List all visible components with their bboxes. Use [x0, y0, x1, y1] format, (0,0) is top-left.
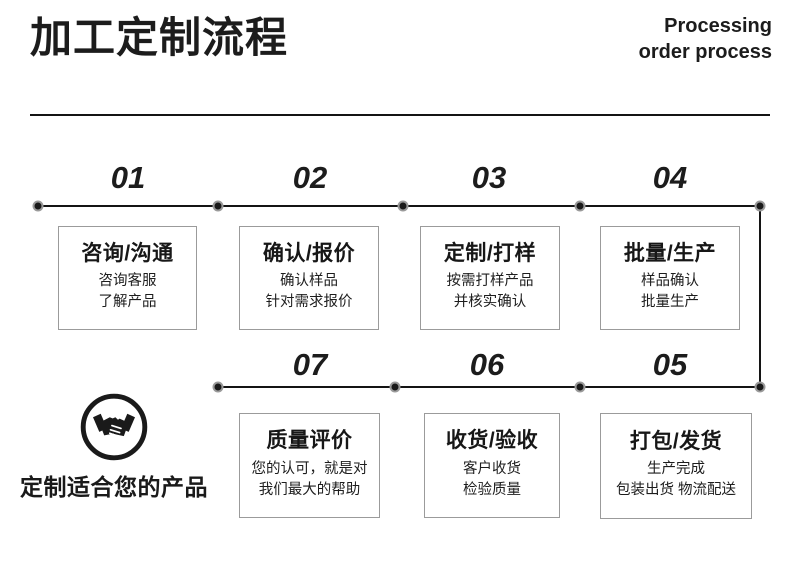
step-number-03: 03	[471, 160, 507, 195]
step-card-01[interactable]: 咨询/沟通 咨询客服 了解产品	[58, 226, 197, 330]
step-card-desc-line1: 生产完成	[647, 461, 705, 478]
step-card-06[interactable]: 收货/验收 客户收货 检验质量	[424, 413, 560, 518]
step-card-title: 确认/报价	[262, 241, 356, 265]
step-number-04: 04	[652, 160, 688, 195]
timeline-rail-bottom	[218, 386, 761, 388]
header-divider	[30, 114, 770, 116]
step-number-02: 02	[292, 160, 328, 195]
timeline-node	[397, 200, 409, 212]
timeline-node	[389, 381, 401, 393]
timeline-node	[754, 200, 766, 212]
timeline-node	[754, 381, 766, 393]
timeline-node	[574, 381, 586, 393]
step-card-title: 质量评价	[266, 429, 353, 453]
step-card-05[interactable]: 打包/发货 生产完成 包装出货 物流配送	[600, 413, 752, 519]
step-number-01: 01	[110, 160, 146, 195]
step-card-desc-line1: 按需打样产品	[446, 273, 534, 290]
timeline-node	[212, 200, 224, 212]
page-title-cn: 加工定制流程	[30, 14, 289, 61]
step-card-title: 定制/打样	[443, 241, 537, 265]
step-number-07: 07	[292, 347, 328, 382]
page-title-en-line1: Processing	[664, 15, 772, 37]
step-card-desc-line1: 样品确认	[641, 273, 699, 290]
timeline-node	[32, 200, 44, 212]
step-card-desc-line2: 并核实确认	[453, 294, 527, 311]
brand-tagline: 定制适合您的产品	[20, 474, 208, 500]
step-number-05: 05	[652, 347, 688, 382]
step-card-desc-line2: 检验质量	[463, 481, 521, 498]
timeline-node	[574, 200, 586, 212]
step-card-desc-line1: 您的认可，就是对	[251, 460, 368, 477]
step-card-title: 收货/验收	[445, 429, 539, 453]
step-number-06: 06	[469, 347, 505, 382]
step-card-title: 批量/生产	[623, 241, 717, 265]
step-card-04[interactable]: 批量/生产 样品确认 批量生产	[600, 226, 740, 330]
brand-block: 定制适合您的产品	[14, 392, 214, 502]
step-card-desc-line1: 客户收货	[463, 460, 521, 477]
page-title-en-line2: order process	[638, 40, 772, 63]
step-card-desc-line1: 咨询客服	[98, 273, 157, 290]
step-card-02[interactable]: 确认/报价 确认样品 针对需求报价	[239, 226, 379, 330]
step-card-desc-line1: 确认样品	[280, 273, 338, 290]
step-card-desc-line2: 了解产品	[98, 294, 157, 311]
step-card-desc-line2: 包装出货 物流配送	[615, 482, 737, 499]
step-card-desc-line2: 我们最大的帮助	[258, 481, 361, 498]
step-card-07[interactable]: 质量评价 您的认可，就是对 我们最大的帮助	[239, 413, 380, 518]
step-card-title: 打包/发货	[629, 429, 723, 453]
timeline-rail-right-connector	[759, 205, 761, 388]
step-card-desc-line2: 针对需求报价	[265, 294, 353, 311]
step-card-03[interactable]: 定制/打样 按需打样产品 并核实确认	[420, 226, 560, 330]
timeline-node	[212, 381, 224, 393]
page-title-en: Processing order process	[572, 14, 772, 65]
handshake-icon	[80, 393, 148, 461]
step-card-desc-line2: 批量生产	[641, 294, 699, 311]
step-card-title: 咨询/沟通	[81, 241, 174, 265]
